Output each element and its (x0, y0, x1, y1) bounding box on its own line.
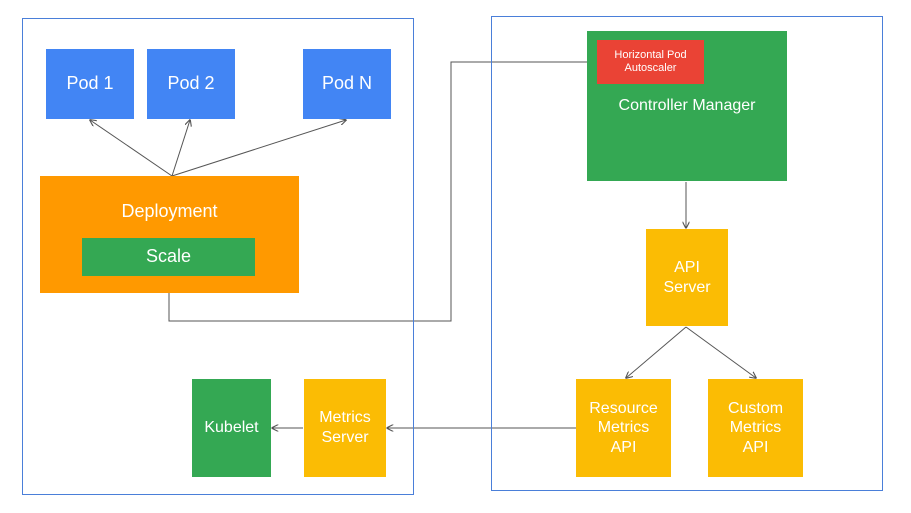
arrow-deployment-to-pod-n (171, 120, 346, 177)
horizontal-pod-autoscaler-box: Horizontal Pod Autoscaler (597, 40, 704, 84)
controller-manager-label: Controller Manager (618, 97, 756, 115)
deployment-label: Deployment (121, 201, 218, 222)
pod-1-box: Pod 1 (46, 49, 134, 119)
scale-label: Scale (145, 246, 192, 267)
pod-n-box: Pod N (303, 49, 391, 119)
pod-2-box: Pod 2 (147, 49, 235, 119)
arrow-api-server-to-resource-metrics-api (626, 326, 687, 378)
arrow-deployment-to-pod-1 (90, 120, 173, 177)
metrics-server-label: Metrics Server (319, 409, 371, 446)
kubelet-label: Kubelet (204, 419, 259, 437)
control-plane-frame (491, 16, 883, 491)
api-server-label: API Server (663, 258, 711, 296)
pod-2-label: Pod 2 (167, 73, 215, 94)
arrow-api-server-to-custom-metrics-api (685, 326, 756, 378)
api-server-box: API Server (646, 229, 728, 326)
resource-metrics-api-label: Resource Metrics API (589, 400, 658, 456)
kubelet-box: Kubelet (192, 379, 271, 477)
pod-n-label: Pod N (321, 73, 373, 94)
custom-metrics-api-box: Custom Metrics API (708, 379, 803, 477)
resource-metrics-api-box: Resource Metrics API (576, 379, 671, 477)
metrics-server-box: Metrics Server (304, 379, 386, 477)
custom-metrics-api-label: Custom Metrics API (727, 400, 784, 456)
arrow-deployment-to-pod-2 (171, 120, 190, 177)
arrow-hpa-to-scale (169, 61, 597, 322)
horizontal-pod-autoscaler-label: Horizontal Pod Autoscaler (614, 48, 687, 74)
pod-1-label: Pod 1 (66, 73, 114, 94)
scale-box: Scale (82, 238, 255, 276)
workload-cluster-frame (22, 18, 414, 495)
